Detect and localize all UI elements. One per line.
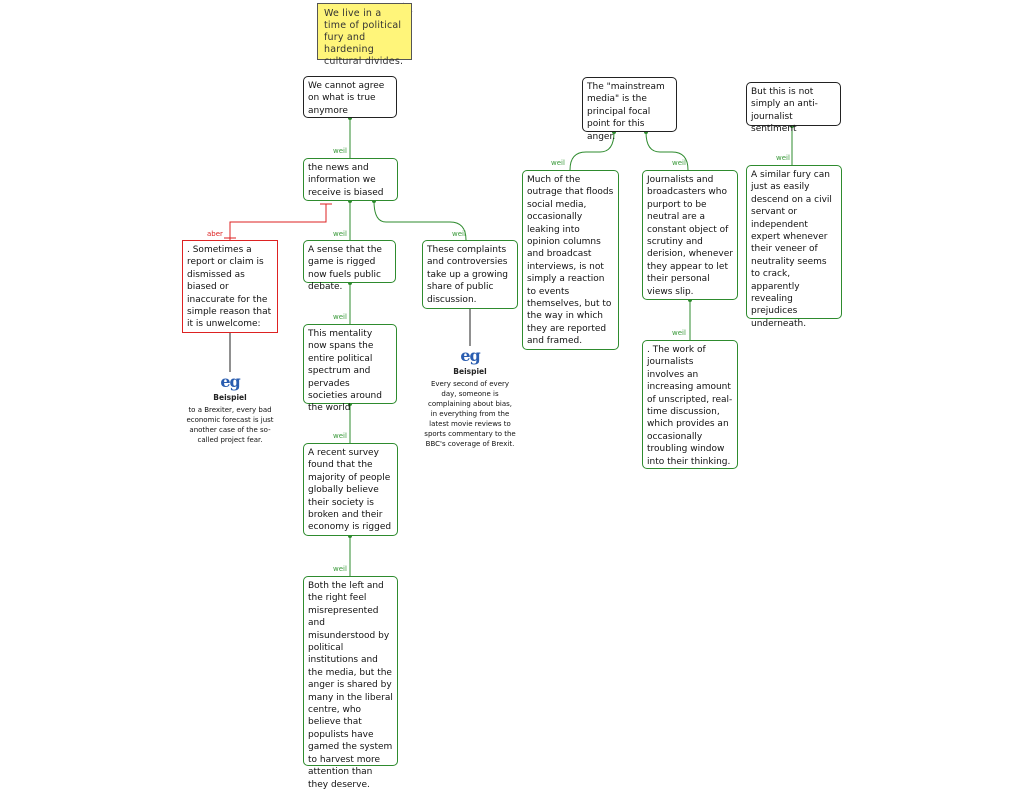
example-text: Every second of every day, someone is co… [424, 380, 516, 448]
node-n7[interactable]: A recent survey found that the majority … [303, 443, 398, 536]
link-n10-n9 [569, 131, 615, 171]
node-n14[interactable]: A similar fury can just as easily descen… [746, 165, 842, 329]
link-label-because: weil [672, 329, 686, 337]
link-label-because: weil [333, 432, 347, 440]
example-icon: eg [220, 372, 240, 391]
example-icon: eg [460, 346, 480, 365]
sticky-note[interactable]: We live in a time of political fury and … [317, 3, 412, 67]
node-n5[interactable]: These complaints and controversies take … [422, 240, 518, 309]
node-n11[interactable]: Journalists and broadcasters who purport… [642, 170, 738, 300]
node-n10[interactable]: Much of the outrage that floods social m… [522, 170, 619, 350]
example-e1[interactable]: eg Beispiel to a Brexiter, every bad eco… [184, 372, 276, 445]
node-n6[interactable]: This mentality now spans the entire poli… [303, 324, 397, 413]
example-text: to a Brexiter, every bad economic foreca… [186, 406, 274, 444]
node-n13[interactable]: But this is not simply an anti-journalis… [746, 82, 841, 134]
example-title: Beispiel [213, 393, 247, 402]
node-n1[interactable]: We cannot agree on what is true anymore [303, 76, 397, 118]
node-n2[interactable]: the news and information we receive is b… [303, 158, 398, 201]
link-label-because: weil [551, 159, 565, 167]
node-n3[interactable]: . Sometimes a report or claim is dismiss… [182, 240, 278, 333]
link-label-because: weil [333, 565, 347, 573]
node-n9[interactable]: The "mainstream media" is the principal … [582, 77, 677, 142]
example-e2[interactable]: eg Beispiel Every second of every day, s… [424, 346, 516, 449]
link-n5-n2 [373, 200, 467, 241]
link-label-because: weil [333, 313, 347, 321]
node-n8[interactable]: Both the left and the right feel misrepr… [303, 576, 398, 790]
node-n4[interactable]: A sense that the game is rigged now fuel… [303, 240, 396, 292]
node-n12[interactable]: . The work of journalists involves an in… [642, 340, 738, 469]
link-label-because: weil [672, 159, 686, 167]
link-label-because: weil [333, 230, 347, 238]
link-label-because: weil [776, 154, 790, 162]
link-label-because: weil [333, 147, 347, 155]
example-title: Beispiel [453, 367, 487, 376]
link-n11-n9 [645, 131, 689, 171]
link-label-but: aber [207, 230, 223, 238]
link-label-because: weil [452, 230, 466, 238]
link-n3-n2 [229, 204, 327, 240]
